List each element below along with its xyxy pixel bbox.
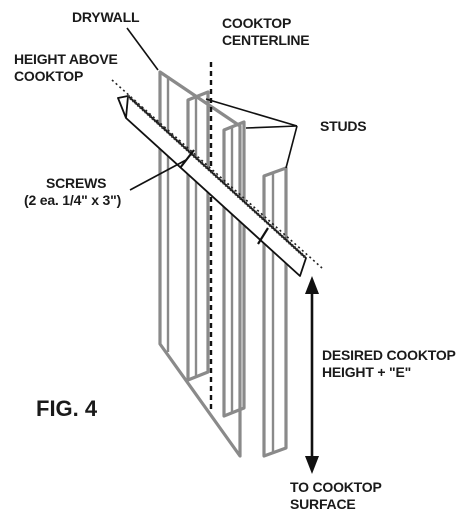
drywall-label: DRYWALL (72, 9, 140, 25)
desired-height-label-2: HEIGHT + "E" (322, 364, 411, 380)
studs-leader-2 (245, 125, 298, 129)
cooktop-centerline-label-2: CENTERLINE (222, 32, 309, 48)
screws-label-2: (2 ea. 1/4" x 3") (24, 192, 121, 208)
mounting-board (117, 94, 308, 277)
figure-label: FIG. 4 (36, 396, 98, 421)
leader-lines (126, 27, 298, 191)
screw-2 (257, 227, 269, 245)
cooktop-centerline-label-1: COOKTOP (222, 15, 291, 31)
height-reference-line (111, 79, 323, 269)
studs-leader-3 (285, 125, 298, 169)
studs-label: STUDS (320, 118, 366, 134)
stud-1 (186, 90, 210, 382)
cooktop-surface-label-1: TO COOKTOP (290, 479, 382, 495)
drywall-panel (158, 70, 242, 458)
screws-label-1: SCREWS (46, 175, 106, 191)
cooktop-surface-label-2: SURFACE (290, 496, 356, 512)
stud-3 (262, 166, 288, 458)
screw-1 (179, 149, 195, 169)
desired-height-label-1: DESIRED COOKTOP (322, 347, 456, 363)
screws (179, 149, 269, 245)
height-dimension-arrow (305, 276, 319, 474)
height-above-label-1: HEIGHT ABOVE (14, 51, 118, 67)
screws-leader (129, 159, 187, 191)
drywall-leader (126, 27, 159, 71)
height-above-label-2: COOKTOP (14, 68, 83, 84)
studs-leader-1 (205, 98, 298, 127)
